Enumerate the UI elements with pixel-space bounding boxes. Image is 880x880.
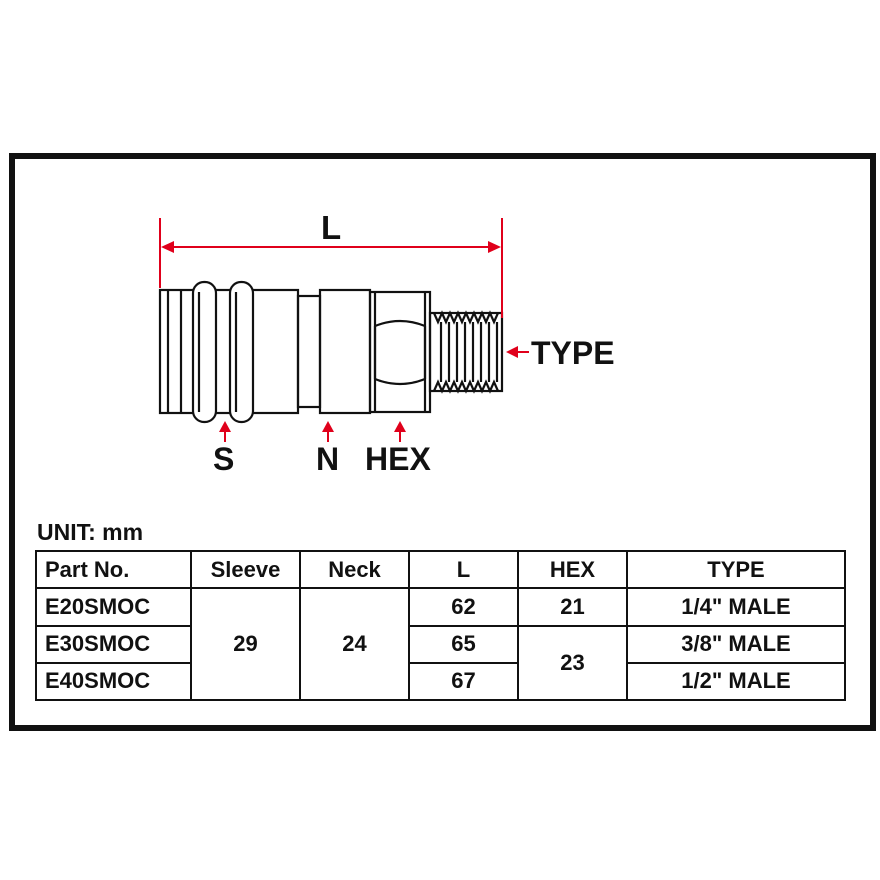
header-type: TYPE [626, 549, 846, 590]
table-row: E40SMOC 67 1/2" MALE [35, 661, 846, 702]
hex-label: HEX [365, 441, 431, 477]
cell-hex: 23 [517, 624, 628, 701]
cell-type: 1/4" MALE [626, 587, 846, 627]
length-arrow-right [488, 241, 501, 253]
coupler-hex [368, 290, 432, 414]
cell-l: 67 [408, 661, 519, 702]
table-header-row: Part No. Sleeve Neck L HEX TYPE [35, 549, 846, 590]
coupler-neck-collar [318, 288, 372, 415]
neck-arrow-head [322, 421, 334, 432]
cell-l: 62 [408, 587, 519, 627]
coupler-ring-2 [228, 280, 255, 424]
coupler-ring-1 [191, 280, 218, 424]
length-label: L [321, 209, 342, 246]
cell-type: 3/8" MALE [626, 624, 846, 664]
cell-sleeve: 29 [190, 587, 301, 701]
length-arrow-left [161, 241, 174, 253]
type-arrow-head [506, 346, 518, 358]
header-neck: Neck [299, 549, 410, 590]
header-part-no: Part No. [35, 549, 192, 590]
thread-teeth-bottom [432, 379, 500, 394]
sleeve-arrow-head [219, 421, 231, 432]
cell-hex: 21 [517, 587, 628, 627]
spec-table: Part No. Sleeve Neck L HEX TYPE E20SMOC … [35, 549, 846, 702]
cell-part-no: E40SMOC [35, 661, 192, 702]
type-label: TYPE [531, 335, 615, 371]
header-l: L [408, 549, 519, 590]
unit-label: UNIT: mm [37, 519, 144, 545]
table-row: E30SMOC 65 23 3/8" MALE [35, 624, 846, 701]
hex-arrow-head [394, 421, 406, 432]
sleeve-label: S [213, 441, 235, 477]
header-sleeve: Sleeve [190, 549, 301, 590]
cell-type: 1/2" MALE [626, 661, 846, 702]
header-hex: HEX [517, 549, 628, 590]
neck-label: N [316, 441, 340, 477]
thread-teeth-top [432, 310, 500, 325]
drawing-frame [9, 153, 876, 731]
cell-part-no: E20SMOC [35, 587, 192, 627]
cell-l: 65 [408, 624, 519, 664]
coupler-neck [296, 294, 322, 409]
table-row: E20SMOC 29 24 62 21 1/4" MALE [35, 587, 846, 701]
cell-part-no: E30SMOC [35, 624, 192, 664]
cell-neck: 24 [299, 587, 410, 701]
